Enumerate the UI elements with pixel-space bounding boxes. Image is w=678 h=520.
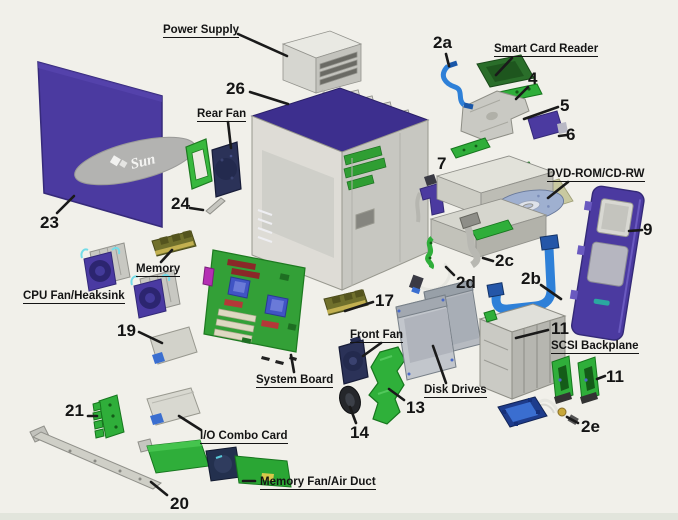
- label-6: 6: [566, 125, 576, 144]
- label-26: 26: [226, 79, 245, 98]
- leader-23: [55, 194, 76, 215]
- rail-clip-part: [205, 197, 226, 215]
- label-11-top: 11: [551, 319, 569, 338]
- front-fan-part: [338, 336, 369, 385]
- leader-13: [387, 387, 406, 402]
- label-11-bottom: 11: [606, 367, 624, 386]
- leader-io-combo: [177, 414, 203, 432]
- leader-14: [348, 405, 358, 425]
- scsi-cards-part: [551, 355, 600, 404]
- blue-tray-part: [497, 396, 548, 428]
- leader-11-bottom: [595, 374, 607, 381]
- label-17: 17: [375, 291, 394, 310]
- label-disk-drives: Disk Drives: [424, 384, 487, 398]
- leader-19: [137, 330, 164, 345]
- leader-20: [149, 480, 169, 497]
- chassis-labels: [343, 145, 387, 191]
- label-memory-fan-air-duct: Memory Fan/Air Duct: [260, 476, 376, 490]
- leader-5: [522, 105, 560, 121]
- leader-6: [557, 133, 569, 138]
- cable-2c-part: [459, 211, 482, 269]
- label-2b: 2b: [521, 269, 541, 288]
- bracket-plate-part: [149, 326, 198, 365]
- label-2d: 2d: [456, 273, 476, 292]
- label-24: 24: [171, 194, 190, 213]
- cable-2d-part: [408, 236, 452, 295]
- leader-17: [343, 300, 375, 313]
- leader-2a: [444, 52, 451, 68]
- cable-2a-part: [440, 60, 474, 110]
- label-2a: 2a: [433, 33, 452, 52]
- memory-fan-air-duct-part: [137, 438, 292, 488]
- small-fan-part: [339, 385, 361, 415]
- leader-11-top: [514, 328, 550, 340]
- leader-2e: [565, 415, 580, 425]
- label-power-supply: Power Supply: [163, 24, 240, 38]
- label-cpu-fan-heatsink: CPU Fan/Heaksink: [23, 290, 125, 304]
- bottom-edge-strip: [0, 513, 678, 520]
- label-20: 20: [170, 494, 189, 513]
- cpu-fan-heatsink-part-2: [130, 269, 181, 319]
- leader-4: [514, 85, 530, 101]
- green-bracket-part: [92, 394, 125, 439]
- leader-dvd: [546, 180, 570, 200]
- chassis-part: [250, 87, 430, 291]
- leader-26: [248, 90, 290, 106]
- label-front-fan: Front Fan: [350, 329, 404, 343]
- cpu-fan-heatsink-part-1: [80, 242, 131, 292]
- filler-panel-part: [527, 110, 568, 140]
- leader-24: [188, 206, 205, 212]
- label-4: 4: [528, 69, 538, 88]
- leader-2d: [444, 265, 456, 277]
- label-scsi-backplane: SCSI Backplane: [551, 340, 639, 354]
- leader-memory: [159, 248, 174, 264]
- label-13: 13: [406, 398, 425, 417]
- reader-bracket-part: [460, 90, 530, 142]
- leader-front-fan: [361, 341, 383, 358]
- leader-2c: [481, 256, 495, 263]
- label-2c: 2c: [495, 251, 514, 270]
- memory-stick-17-part: [323, 289, 369, 316]
- slide-rail-part: [29, 425, 162, 490]
- drive-bay-opening: [355, 208, 375, 230]
- front-bezel-part: [569, 185, 645, 341]
- expansion-slots: [257, 209, 273, 243]
- disk-drives-part: [395, 279, 482, 381]
- label-system-board: System Board: [256, 374, 334, 388]
- memory-stick-part: [151, 230, 197, 257]
- label-9: 9: [643, 220, 653, 239]
- label-io-combo-card: I/O Combo Card: [200, 430, 288, 444]
- leader-system-board: [289, 353, 296, 374]
- label-21: 21: [65, 401, 84, 420]
- io-combo-card-part: [146, 387, 201, 426]
- label-7: 7: [437, 154, 447, 173]
- label-5: 5: [560, 96, 570, 115]
- label-2e: 2e: [581, 417, 600, 436]
- leader-2b: [539, 283, 563, 301]
- sun-logo-text: Sun: [129, 151, 157, 173]
- leader-9: [627, 228, 644, 233]
- label-smart-card-reader: Smart Card Reader: [494, 43, 599, 57]
- fan-duct-part: [368, 346, 406, 425]
- leader-disk-drives: [431, 344, 448, 385]
- label-14: 14: [350, 423, 369, 442]
- rear-fan-part: [211, 141, 242, 198]
- system-board-part: [202, 249, 306, 365]
- rear-fan-gasket-part: [185, 138, 213, 190]
- label-rear-fan: Rear Fan: [197, 108, 247, 122]
- leader-rear-fan: [226, 120, 233, 150]
- leader-smart-card: [494, 56, 514, 77]
- label-memory: Memory: [136, 263, 181, 277]
- smart-card-reader-part: [476, 54, 535, 88]
- label-23: 23: [40, 213, 59, 232]
- label-19: 19: [117, 321, 136, 340]
- label-dvd-rom-cd-rw: DVD-ROM/CD-RW: [547, 168, 645, 182]
- leader-lines: [55, 32, 644, 497]
- leader-power-supply: [236, 32, 289, 58]
